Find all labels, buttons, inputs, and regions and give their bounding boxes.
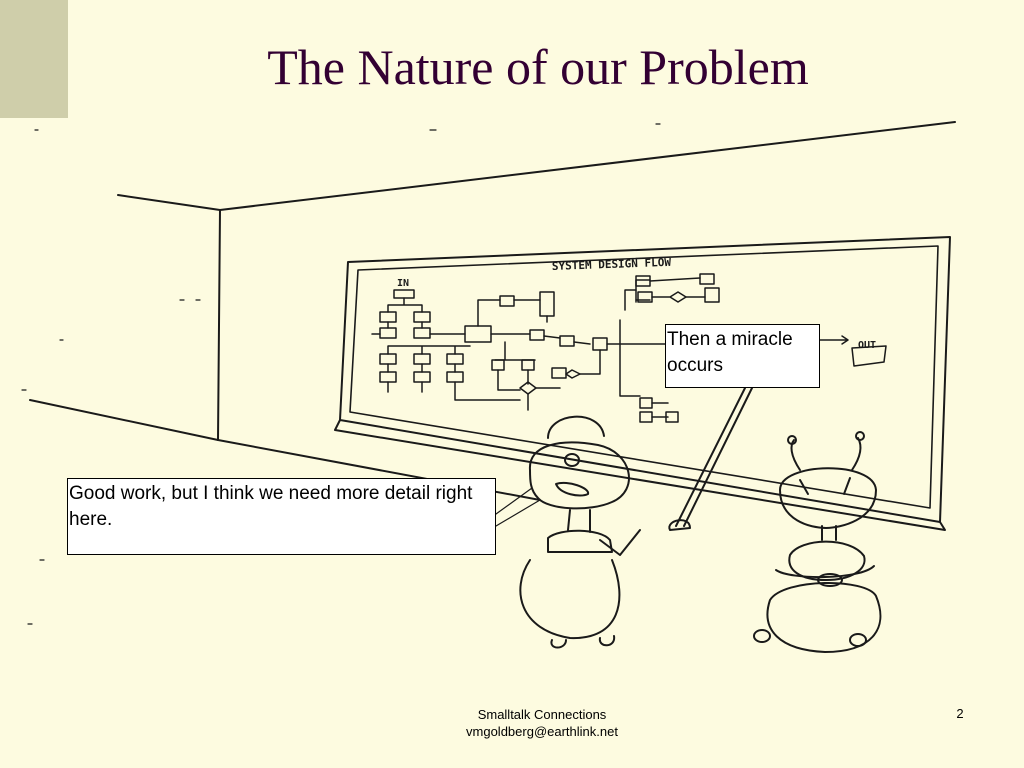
- footer-line-1: Smalltalk Connections: [477, 707, 607, 722]
- room-walls: [29, 121, 956, 501]
- page-number: 2: [956, 706, 964, 721]
- board-out-label: OUT: [858, 340, 876, 351]
- footer: Smalltalk Connections vmgoldberg@earthli…: [400, 706, 684, 740]
- board-flowchart: [371, 273, 887, 423]
- board-in-label: IN: [397, 278, 409, 289]
- paper-specks: [21, 123, 661, 625]
- footer-line-2: vmgoldberg@earthlink.net: [466, 724, 618, 739]
- board-heading: SYSTEM DESIGN FLOW: [552, 256, 672, 273]
- slide-title: The Nature of our Problem: [267, 39, 809, 95]
- callout-miracle: Then a miracle occurs: [665, 324, 820, 388]
- corner-accent-block: [0, 0, 68, 118]
- blackboard: [334, 236, 951, 531]
- callout-detail: Good work, but I think we need more deta…: [67, 478, 496, 555]
- right-character: [753, 431, 882, 653]
- left-character: [519, 387, 753, 649]
